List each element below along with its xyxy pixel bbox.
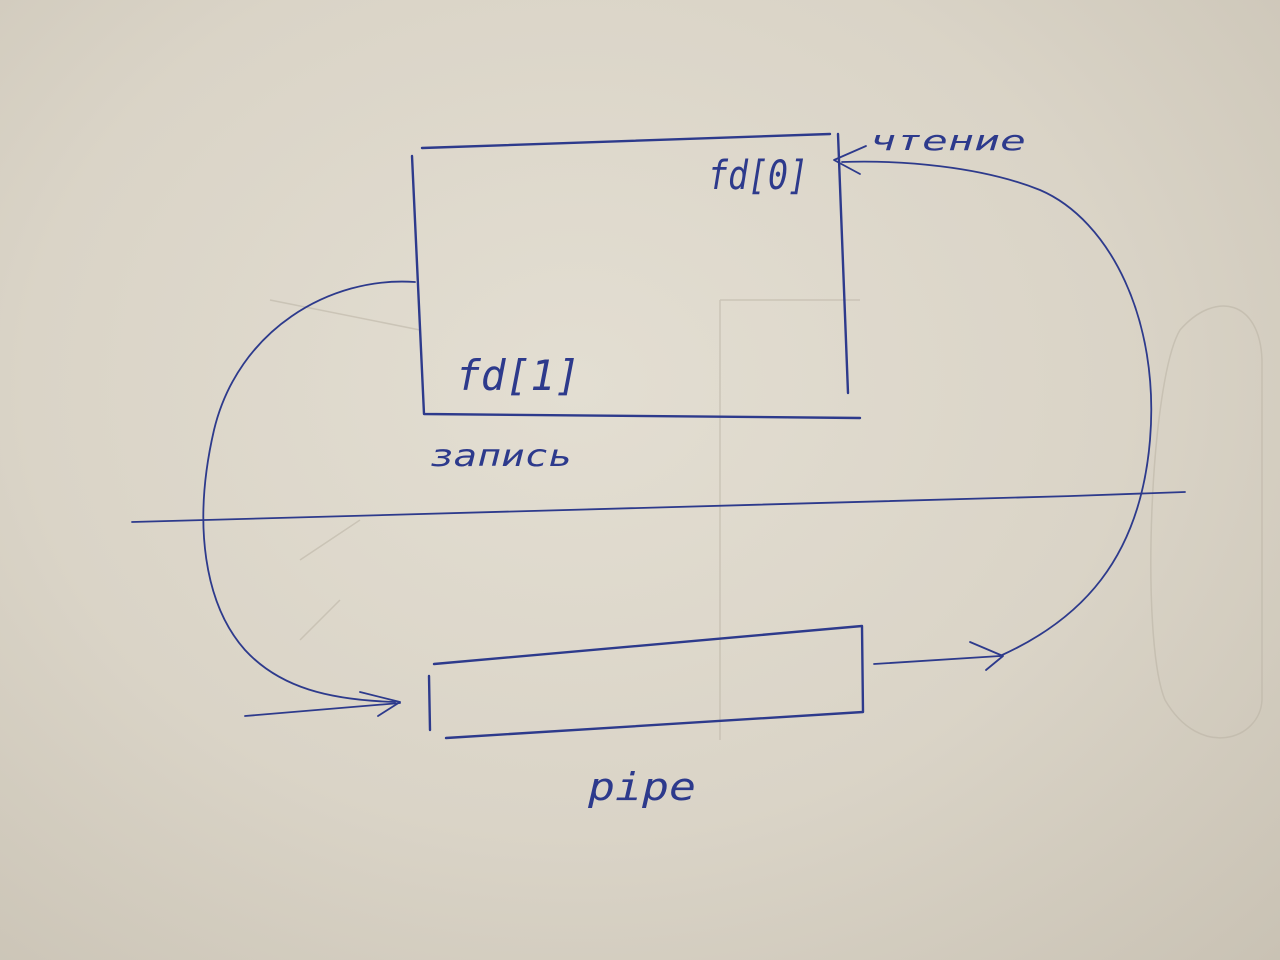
write-arrowhead xyxy=(359,691,401,717)
write-loop-arrow xyxy=(202,280,416,703)
write-end-label: fd[1] xyxy=(456,351,580,400)
read-loop-arrow xyxy=(841,160,1153,657)
divider-line xyxy=(131,491,1186,523)
pipe-input-line xyxy=(244,702,401,717)
read-arrowhead xyxy=(833,145,867,175)
background-show-through xyxy=(269,299,1263,740)
pipe-caption: pipe xyxy=(587,765,696,809)
pipe-output-line xyxy=(873,655,1001,665)
read-caption: чтение xyxy=(870,124,1026,157)
write-caption: запись xyxy=(430,439,572,474)
output-arrowhead xyxy=(969,641,1004,671)
process-box xyxy=(410,132,862,420)
read-end-label: fd[0] xyxy=(708,153,808,199)
pipe-buffer-box xyxy=(427,624,865,740)
